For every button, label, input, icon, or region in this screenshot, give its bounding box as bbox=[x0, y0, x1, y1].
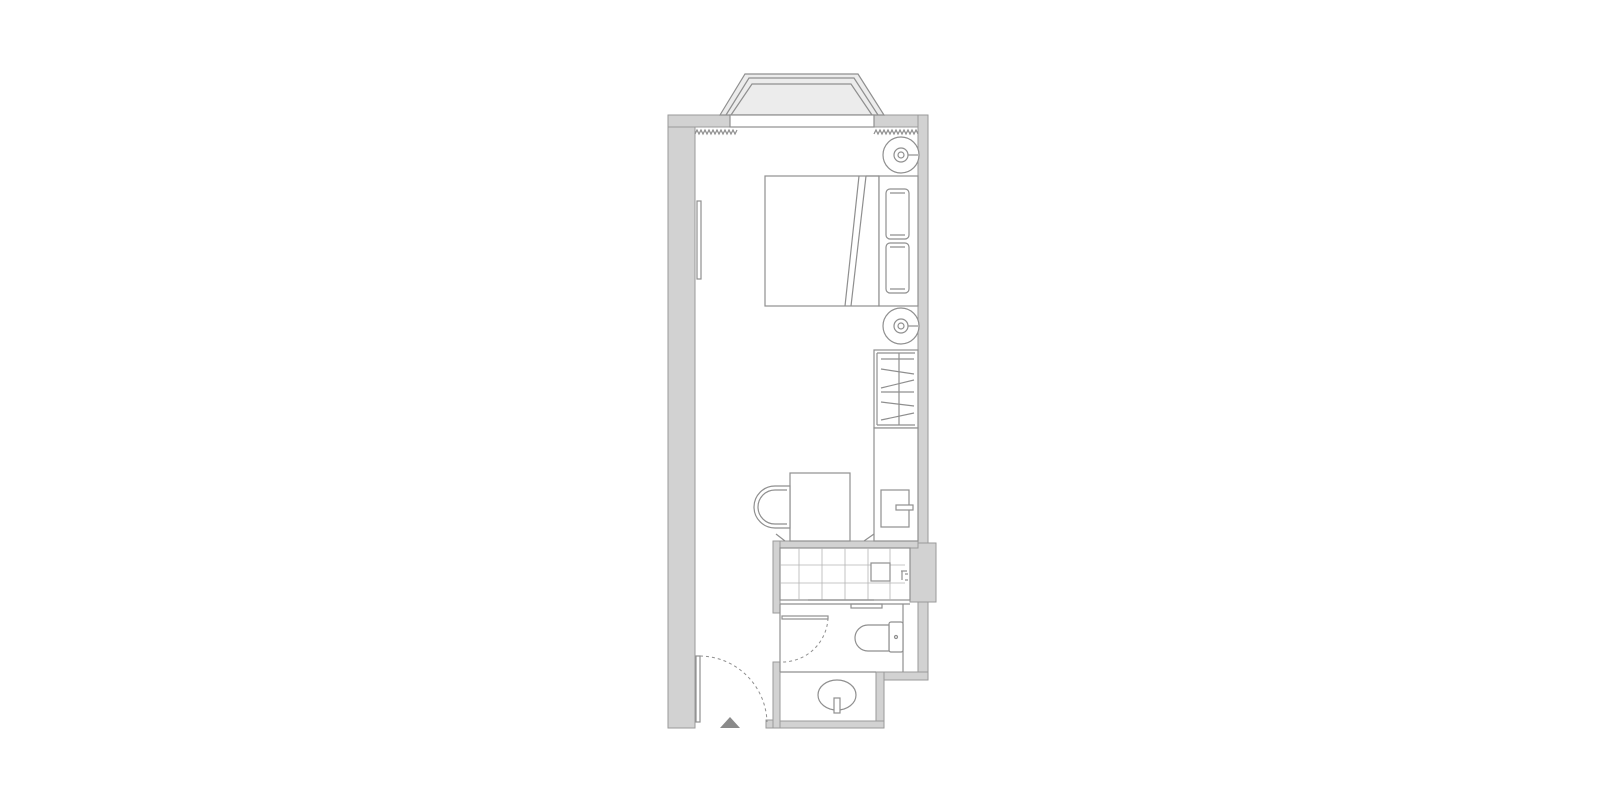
entry-arrow-icon bbox=[720, 717, 740, 728]
right-wall-upper bbox=[917, 114, 929, 544]
bathroom-partition-left bbox=[772, 540, 781, 614]
shower-shelf bbox=[870, 562, 891, 582]
desk-chair bbox=[753, 485, 791, 529]
window-seat bbox=[729, 114, 875, 128]
curtain-right bbox=[873, 128, 919, 136]
minibar-cabinet bbox=[873, 427, 919, 542]
lamp-top bbox=[882, 136, 920, 174]
hanger bbox=[880, 412, 915, 421]
bathroom-door-leaf bbox=[781, 615, 829, 620]
bathroom-bottom-wall bbox=[767, 720, 885, 729]
hanger bbox=[880, 379, 915, 389]
bay-window bbox=[718, 73, 886, 128]
bathroom bbox=[779, 604, 904, 714]
toilet-tank bbox=[888, 621, 904, 653]
hanger bbox=[880, 401, 915, 407]
entrance-stub bbox=[765, 719, 774, 729]
lamp-icon bbox=[882, 307, 920, 345]
walls bbox=[667, 114, 937, 729]
pillow-bottom bbox=[885, 242, 910, 294]
pillow-top bbox=[885, 188, 910, 240]
desk-area bbox=[753, 472, 875, 542]
bathroom-right-wall bbox=[875, 671, 885, 729]
wall-panel bbox=[696, 200, 702, 280]
wardrobe bbox=[873, 349, 919, 429]
kettle bbox=[895, 504, 914, 511]
lamp-icon bbox=[882, 136, 920, 174]
bathroom-left-wall bbox=[772, 661, 781, 729]
sink-tap bbox=[833, 697, 841, 714]
bathroom-sink bbox=[817, 679, 857, 714]
right-wall-lower bbox=[917, 601, 929, 681]
entrance-door bbox=[695, 655, 768, 723]
bed-frame bbox=[764, 175, 880, 307]
bathroom-door bbox=[781, 615, 829, 663]
bathroom-top-wall bbox=[772, 540, 919, 549]
toilet bbox=[854, 621, 904, 653]
top-wall-left bbox=[667, 114, 731, 128]
bed bbox=[764, 175, 919, 307]
shower-tiles bbox=[780, 548, 905, 600]
tap-icon bbox=[901, 570, 908, 581]
shower bbox=[779, 547, 911, 609]
toilet-bowl bbox=[854, 624, 890, 652]
wardrobe-cabinet bbox=[873, 349, 919, 429]
desk bbox=[789, 472, 851, 542]
left-wall bbox=[667, 114, 696, 729]
lamp-bottom bbox=[882, 307, 920, 345]
hanger bbox=[880, 368, 915, 375]
entrance-door-leaf bbox=[695, 655, 701, 723]
curtains bbox=[694, 128, 919, 136]
curtain-left bbox=[694, 128, 738, 136]
pillar bbox=[909, 542, 937, 603]
